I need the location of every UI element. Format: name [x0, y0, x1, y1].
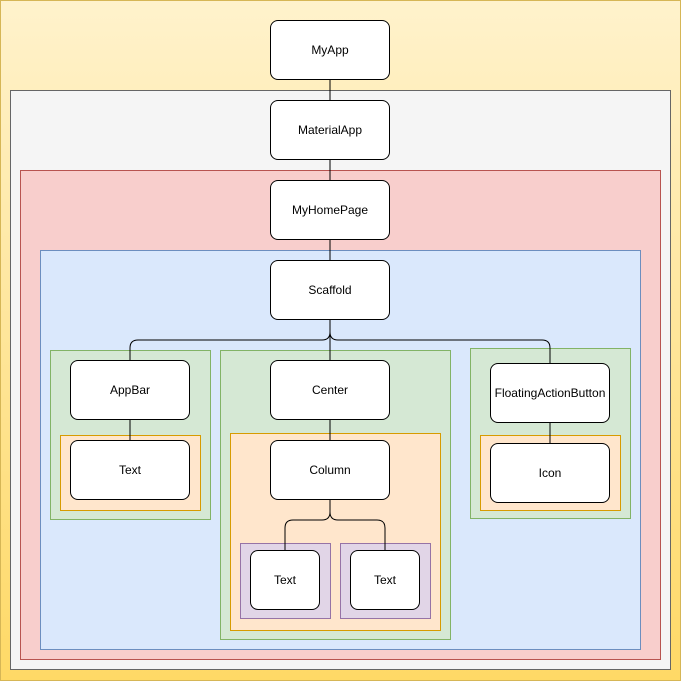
edge-scaffold-to-appbar — [129, 320, 331, 360]
node-label: AppBar — [109, 383, 151, 397]
node-label: Scaffold — [308, 283, 352, 297]
node-floatingactionbutton[interactable]: FloatingActionButton — [490, 363, 610, 423]
node-label: Text — [273, 573, 296, 587]
node-appbar[interactable]: AppBar — [70, 360, 190, 420]
edge-column-to-column_text_1 — [284, 500, 331, 550]
edge-scaffold-to-fab — [329, 320, 551, 363]
node-myapp[interactable]: MyApp — [270, 20, 390, 80]
node-myhomepage[interactable]: MyHomePage — [270, 180, 390, 240]
node-label: FloatingActionButton — [494, 386, 606, 400]
node-label: Center — [311, 383, 349, 397]
node-label: Column — [309, 463, 351, 477]
node-scaffold[interactable]: Scaffold — [270, 260, 390, 320]
node-icon[interactable]: Icon — [490, 443, 610, 503]
node-label: MyHomePage — [291, 203, 369, 217]
node-center[interactable]: Center — [270, 360, 390, 420]
node-column[interactable]: Column — [270, 440, 390, 500]
node-label: Text — [373, 573, 396, 587]
node-materialapp[interactable]: MaterialApp — [270, 100, 390, 160]
node-label: MaterialApp — [297, 123, 363, 137]
node-column-text-1[interactable]: Text — [250, 550, 320, 610]
node-column-text-2[interactable]: Text — [350, 550, 420, 610]
node-appbar-text[interactable]: Text — [70, 440, 190, 500]
node-label: MyApp — [311, 43, 349, 57]
edge-column-to-column_text_2 — [329, 500, 386, 550]
node-label: Text — [118, 463, 141, 477]
node-label: Icon — [538, 466, 562, 480]
